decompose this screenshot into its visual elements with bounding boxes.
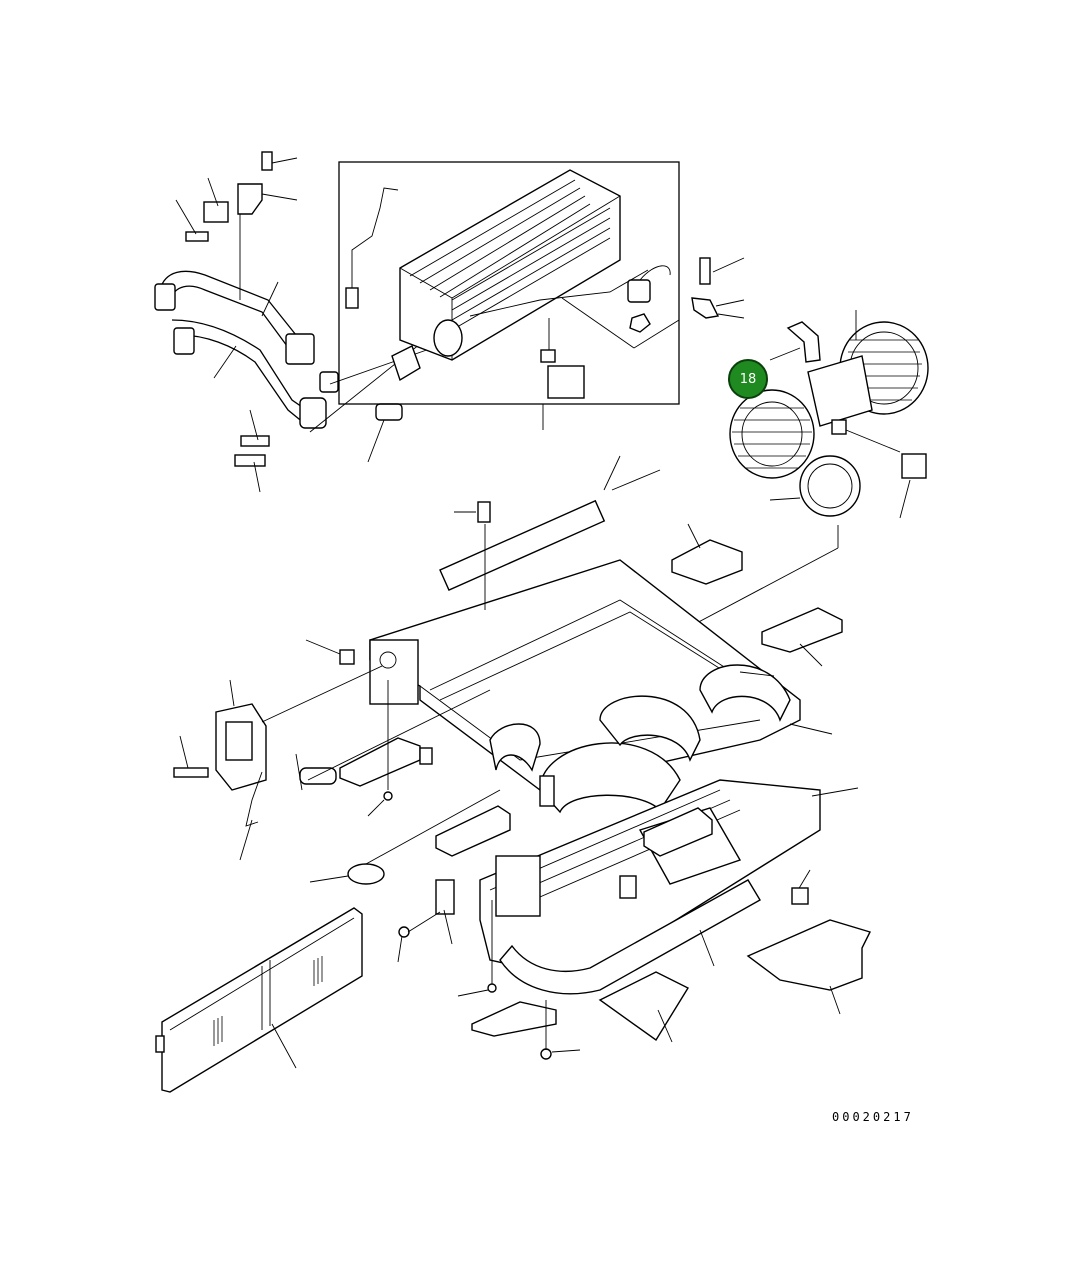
evaporator-core [345,169,680,399]
pipe-assembly [154,151,403,467]
blower-assembly [675,310,929,635]
mounting-plates [339,523,871,1043]
actuator-parts [173,501,581,1060]
bolt-set-right [691,257,745,319]
drawing-number: 00020217 [832,1110,914,1124]
main-housing [369,455,801,814]
callout-18[interactable]: 18 [728,359,768,399]
air-filter [155,907,363,1093]
evaporator-frame [338,161,680,430]
